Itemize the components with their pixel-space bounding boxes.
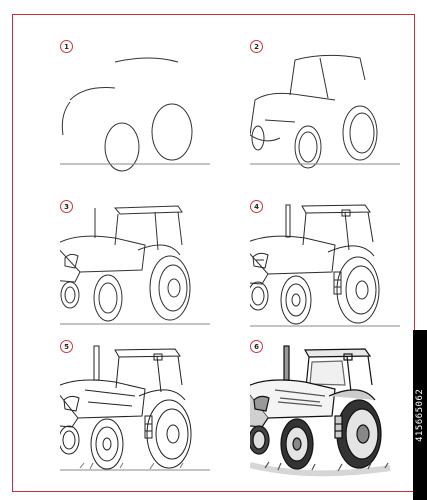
step-number-badge: 2 (250, 40, 263, 53)
step-number-badge: 5 (60, 340, 73, 353)
tractor-sketch-step-2 (250, 54, 400, 169)
step-5-panel: 5 (60, 340, 250, 490)
step-number-badge: 6 (250, 340, 263, 353)
step-1-panel: 1 (60, 40, 250, 190)
tractor-sketch-step-4 (250, 204, 400, 327)
tractor-sketch-step-1 (60, 57, 210, 172)
step-2-panel: 2 (250, 40, 427, 190)
step-4-panel: 4 (250, 200, 427, 350)
step-number-badge: 1 (60, 40, 73, 53)
step-number-badge: 4 (250, 200, 263, 213)
step-3-panel: 3 (60, 200, 250, 350)
tractor-sketch-step-3 (60, 205, 210, 325)
step-number-badge: 3 (60, 200, 73, 213)
stock-id-strip: 415665062 (413, 330, 427, 500)
tractor-sketch-step-6 (250, 345, 391, 477)
step-6-panel: 6 (250, 340, 427, 490)
tractor-sketch-step-5 (60, 345, 210, 471)
page-frame (12, 14, 415, 492)
